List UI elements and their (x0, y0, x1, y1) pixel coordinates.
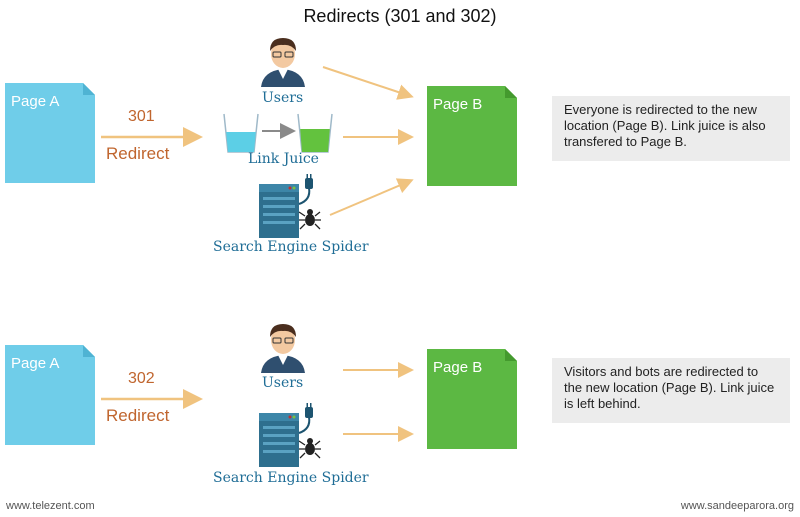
page-b-label: Page B (433, 359, 483, 376)
juice-glasses-icon (221, 112, 336, 156)
page-a-302: Page A (5, 345, 95, 445)
user-icon (258, 321, 308, 373)
document-icon (427, 86, 517, 186)
page-b-302: Page B (427, 349, 517, 449)
redirect-label-301: Redirect (106, 144, 170, 163)
page-a-label: Page A (11, 355, 60, 372)
page-b-label: Page B (433, 96, 483, 113)
redirect-code-301: 301 (128, 108, 155, 125)
footer-left-credit: www.telezent.com (6, 500, 95, 512)
spider-label: Search Engine Spider (213, 470, 369, 486)
redirect-label-302: Redirect (106, 406, 170, 425)
document-icon (5, 345, 95, 445)
page-a-label: Page A (11, 93, 60, 110)
document-icon (5, 83, 95, 183)
document-icon (427, 349, 517, 449)
page-a-301: Page A (5, 83, 95, 183)
link-juice-label: Link Juice (248, 151, 319, 167)
redirect-code-302: 302 (128, 370, 155, 387)
note-302: Visitors and bots are redirected to the … (552, 358, 790, 423)
server-spider-icon (257, 403, 322, 467)
spider-label: Search Engine Spider (213, 239, 369, 255)
note-301: Everyone is redirected to the new locati… (552, 96, 790, 161)
users-label: Users (262, 375, 304, 391)
server-spider-icon (257, 174, 322, 238)
user-icon (258, 35, 308, 87)
footer-right-credit: www.sandeeparora.org (680, 500, 794, 512)
arrow-301-spider (329, 178, 414, 216)
arrow-301-users (322, 66, 414, 100)
users-label: Users (262, 90, 304, 106)
diagram-title: Redirects (301 and 302) (303, 6, 497, 26)
page-b-301: Page B (427, 86, 517, 186)
